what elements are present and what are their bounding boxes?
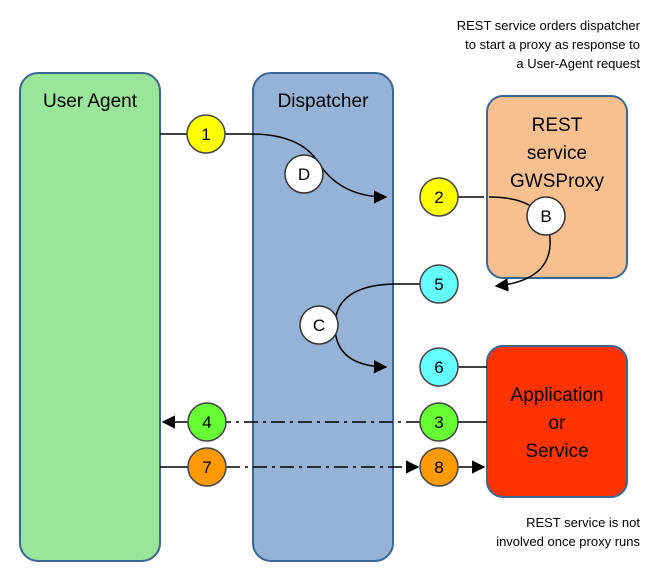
top-note-line-1: REST service orders dispatcher <box>456 18 640 33</box>
step-6-circle: 6 <box>419 347 459 387</box>
step-7-circle: 7 <box>187 447 227 487</box>
marker-d-circle-label: D <box>298 165 310 184</box>
top-note-line-3: a User-Agent request <box>516 56 640 71</box>
step-7-circle-label: 7 <box>202 458 211 477</box>
step-8-circle-label: 8 <box>434 458 443 477</box>
rest-service-label-line-2: service <box>527 143 587 164</box>
bottom-note-line-2: involved once proxy runs <box>496 534 640 549</box>
marker-b-circle: B <box>526 196 566 236</box>
marker-c-circle: C <box>299 305 339 345</box>
rest-service-box: REST service GWSProxy <box>486 95 628 279</box>
marker-c-circle-label: C <box>313 316 325 335</box>
application-box: Application or Service <box>486 345 628 498</box>
step-3-circle-label: 3 <box>434 413 443 432</box>
application-label-line-2: or <box>549 413 567 434</box>
step-1-circle: 1 <box>186 114 226 154</box>
step-1-circle-label: 1 <box>201 125 210 144</box>
user-agent-box: User Agent <box>19 72 161 562</box>
step-5-circle: 5 <box>419 264 459 304</box>
step-3-circle: 3 <box>419 402 459 442</box>
marker-d-circle: D <box>284 154 324 194</box>
step-8-circle: 8 <box>419 447 459 487</box>
application-label-line-3: Service <box>525 441 588 462</box>
dispatcher-label: Dispatcher <box>278 91 369 112</box>
marker-b-circle-label: B <box>540 207 551 226</box>
step-6-circle-label: 6 <box>434 358 443 377</box>
step-2-circle: 2 <box>419 177 459 217</box>
rest-service-label-line-3: GWSProxy <box>510 171 604 192</box>
rest-service-label-line-1: REST <box>532 115 583 136</box>
step-4-circle: 4 <box>187 402 227 442</box>
application-label-line-1: Application <box>511 385 604 406</box>
letter-markers: D B C <box>284 154 566 345</box>
step-markers: 1 2 3 4 5 6 7 8 <box>186 114 459 487</box>
bottom-note-line-1: REST service is not <box>526 515 640 530</box>
top-note: REST service orders dispatcher to start … <box>457 16 640 73</box>
top-note-line-2: to start a proxy as response to <box>465 37 640 52</box>
step-2-circle-label: 2 <box>434 188 443 207</box>
user-agent-label: User Agent <box>43 91 138 112</box>
step-4-circle-label: 4 <box>202 413 211 432</box>
bottom-note: REST service is not involved once proxy … <box>496 513 640 551</box>
step-5-circle-label: 5 <box>434 275 443 294</box>
